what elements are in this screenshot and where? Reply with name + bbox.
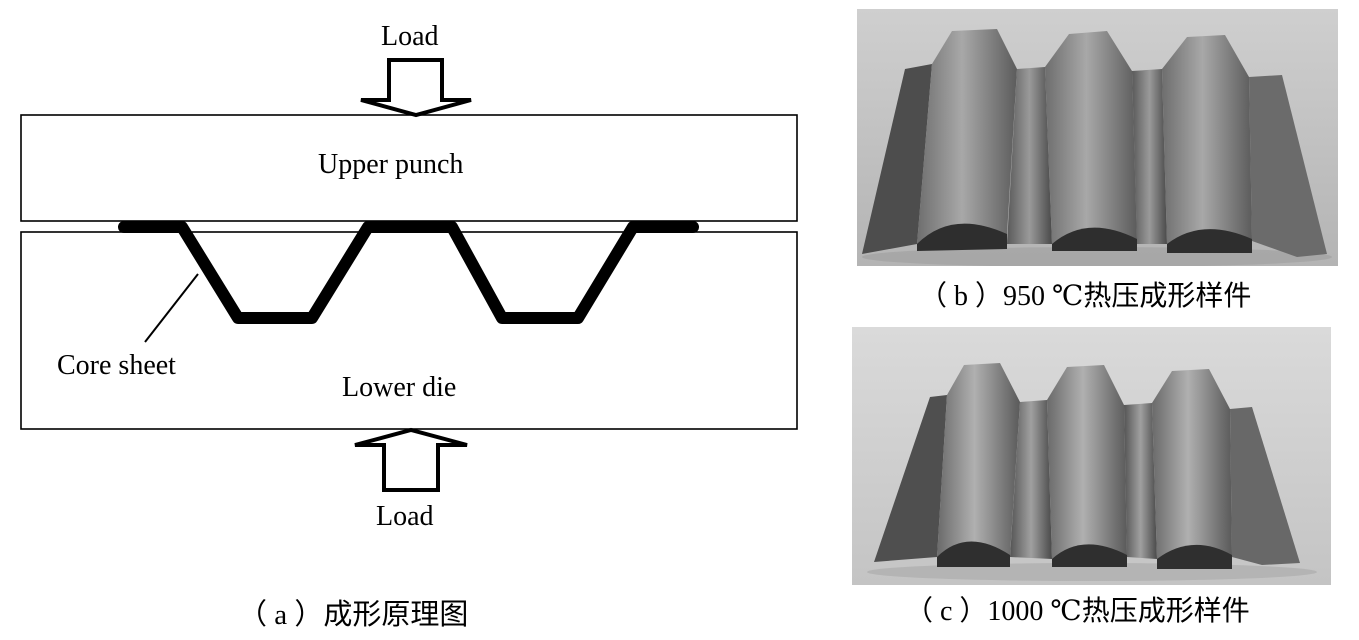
core-sheet-label: Core sheet: [57, 350, 176, 381]
caption-c: （ c ）1000 ℃热压成形样件: [905, 596, 1250, 627]
sample-photo-1000: [852, 327, 1331, 585]
caption-a: （ a ）成形原理图: [238, 599, 469, 631]
sample-photo-950: [857, 9, 1338, 266]
lower-die-block: [20, 231, 798, 430]
load-label-top: Load: [381, 21, 439, 52]
upper-punch-block: [20, 114, 798, 222]
core-sheet-profile: [118, 221, 699, 324]
caption-b: （ b ）950 ℃热压成形样件: [919, 281, 1252, 312]
load-arrow-up: [354, 427, 468, 492]
core-sheet-leader: [144, 273, 199, 343]
load-arrow-down: [360, 58, 472, 118]
upper-punch-label: Upper punch: [318, 149, 464, 180]
lower-die-label: Lower die: [342, 372, 457, 403]
load-label-bottom: Load: [376, 501, 434, 532]
